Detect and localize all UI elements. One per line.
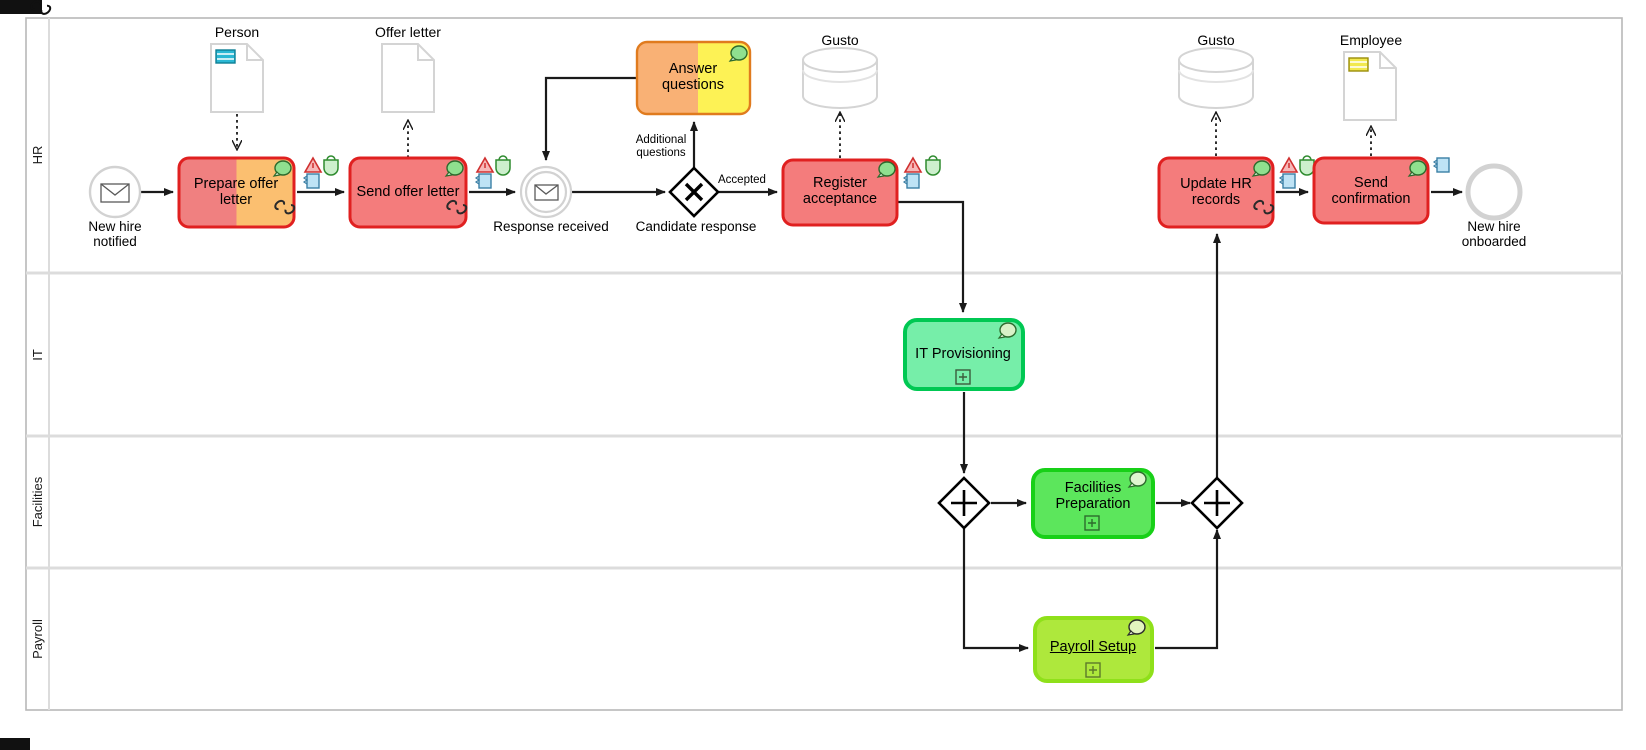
flow-label-accepted: Accepted — [718, 174, 766, 186]
balloon-icon — [1126, 619, 1146, 636]
task-update-hr-badges — [1278, 155, 1315, 189]
subprocess-plus-marker — [1084, 515, 1100, 531]
striped-card-icon — [215, 49, 236, 64]
note-icon — [474, 173, 492, 189]
balloon-icon — [1407, 160, 1427, 177]
sequence-flows — [140, 76, 1463, 652]
data-object-label-offer-letter: Offer letter — [375, 24, 441, 40]
warning-triangle-icon — [903, 156, 923, 173]
data-object-label-person: Person — [214, 24, 260, 40]
lock-shield-icon — [1299, 155, 1315, 176]
task-send-offer-letter[interactable] — [348, 156, 468, 229]
gateway-parallel-join[interactable] — [1190, 476, 1244, 530]
task-label-send-offer-letter: Send offer letter — [356, 184, 460, 200]
task-register-acceptance[interactable] — [781, 158, 899, 227]
chain-link-icon — [446, 199, 468, 215]
subprocess-plus-marker — [1085, 662, 1101, 678]
event-new-hire-onboarded[interactable] — [1465, 163, 1523, 221]
lock-shield-icon — [495, 155, 511, 176]
note-icon — [302, 173, 320, 189]
task-send-confirmation[interactable] — [1312, 156, 1430, 225]
lane-title-facilities: Facilities — [30, 476, 45, 528]
task-prepare-offer-letter[interactable] — [177, 156, 296, 229]
data-object-employee[interactable] — [1343, 51, 1397, 121]
lane-dividers — [26, 18, 1622, 710]
task-label-it-provisioning: IT Provisioning — [915, 346, 1011, 362]
task-facilities-preparation[interactable] — [1031, 468, 1155, 539]
warning-triangle-icon — [303, 156, 323, 173]
envelope-icon — [100, 183, 130, 203]
task-prepare-offer-badges — [302, 155, 339, 189]
task-answer-questions[interactable] — [635, 40, 752, 116]
task-send-confirmation-badges — [1432, 157, 1450, 173]
subprocess-plus-marker — [955, 369, 971, 385]
note-icon — [1432, 157, 1450, 173]
data-object-label-employee: Employee — [1339, 32, 1403, 48]
note-icon — [1278, 173, 1296, 189]
striped-card-icon — [1348, 57, 1369, 72]
data-object-person[interactable] — [210, 43, 264, 113]
task-payroll-setup[interactable] — [1033, 616, 1154, 683]
balloon-icon — [876, 161, 896, 178]
chain-link-icon — [274, 199, 296, 215]
balloon-icon — [444, 160, 464, 177]
warning-triangle-icon — [1279, 156, 1299, 173]
task-register-badges — [902, 155, 941, 189]
event-response-received[interactable] — [519, 165, 573, 219]
gateway-candidate-response[interactable] — [668, 166, 720, 218]
balloon-icon — [997, 322, 1017, 339]
note-icon — [902, 173, 920, 189]
data-associations — [237, 112, 1371, 158]
task-label-payroll-setup: Payroll Setup — [1049, 639, 1137, 655]
data-store-gusto-1[interactable] — [802, 47, 878, 109]
warning-triangle-icon — [475, 156, 495, 173]
data-store-gusto-2[interactable] — [1178, 47, 1254, 109]
gateway-parallel-split[interactable] — [937, 476, 991, 530]
balloon-icon — [1127, 471, 1147, 488]
flow-answer-to-catch — [542, 76, 637, 161]
lane-title-it: IT — [30, 349, 45, 361]
lane-title-payroll: Payroll — [30, 619, 45, 659]
flow-payroll-to-join — [1155, 529, 1221, 650]
event-label-response-received: Response received — [493, 219, 609, 234]
task-send-offer-badges — [474, 155, 511, 189]
chain-link-icon — [1253, 199, 1275, 215]
envelope-icon — [534, 184, 559, 201]
task-update-hr-records[interactable] — [1157, 156, 1275, 229]
data-store-label-gusto-2: Gusto — [1197, 32, 1235, 48]
data-store-label-gusto-1: Gusto — [821, 32, 859, 48]
lock-shield-icon — [925, 155, 941, 176]
lock-shield-icon — [323, 155, 339, 176]
lane-title-hr: HR — [30, 145, 45, 165]
flow-register-to-it — [897, 200, 967, 313]
link-chain-icon — [30, 0, 52, 15]
balloon-icon — [1251, 160, 1271, 177]
flow-split-to-payroll — [962, 529, 1029, 652]
task-it-provisioning[interactable] — [903, 318, 1025, 391]
gateway-label-candidate-response: Candidate response — [635, 219, 757, 234]
balloon-icon — [272, 160, 292, 177]
event-new-hire-notified[interactable] — [88, 165, 142, 219]
data-object-offer-letter[interactable] — [381, 43, 435, 113]
balloon-icon — [728, 45, 748, 62]
